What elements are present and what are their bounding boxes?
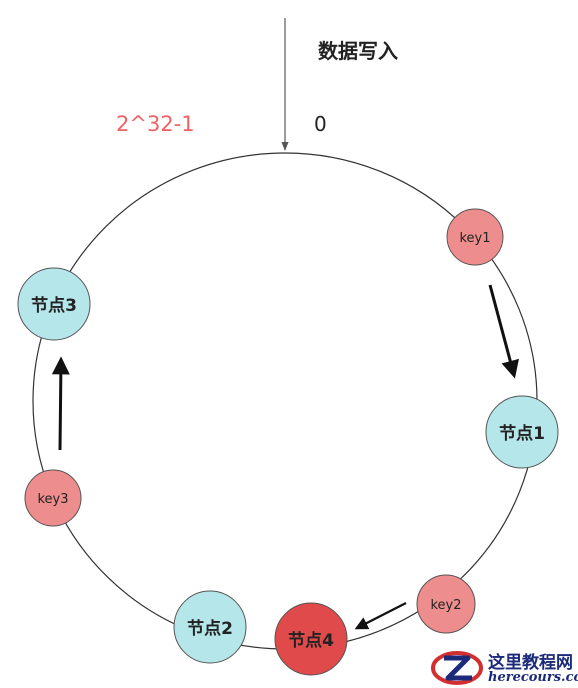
node2-label: 节点2 xyxy=(187,618,233,639)
arrow-key2-to-node4 xyxy=(354,602,407,630)
key3-label: key3 xyxy=(37,492,68,507)
node4-circle xyxy=(274,602,348,676)
watermark-cn-text: 这里教程网 xyxy=(488,653,573,673)
key1-label: key1 xyxy=(459,231,490,246)
key3-circle xyxy=(24,469,82,527)
node1-label: 节点1 xyxy=(499,423,545,444)
ring-max-label: 2^32-1 xyxy=(116,112,195,136)
key2-label: key2 xyxy=(430,598,461,613)
watermark-logo-icon xyxy=(431,651,483,685)
node3-label: 节点3 xyxy=(31,295,77,316)
node2-circle xyxy=(173,590,247,664)
arrow-key3-to-node3 xyxy=(51,356,70,451)
node4-label: 节点4 xyxy=(288,630,334,651)
node1-circle xyxy=(485,395,559,469)
key1-circle xyxy=(446,208,504,266)
node3-circle xyxy=(17,267,91,341)
watermark-en-text: herecours.com xyxy=(488,670,578,685)
ring-zero-label: 0 xyxy=(314,112,327,136)
write-label: 数据写入 xyxy=(318,39,398,63)
arrow-key1-to-node1 xyxy=(488,284,519,379)
key2-circle xyxy=(416,574,476,634)
watermark: 这里教程网 herecours.com xyxy=(430,646,578,688)
